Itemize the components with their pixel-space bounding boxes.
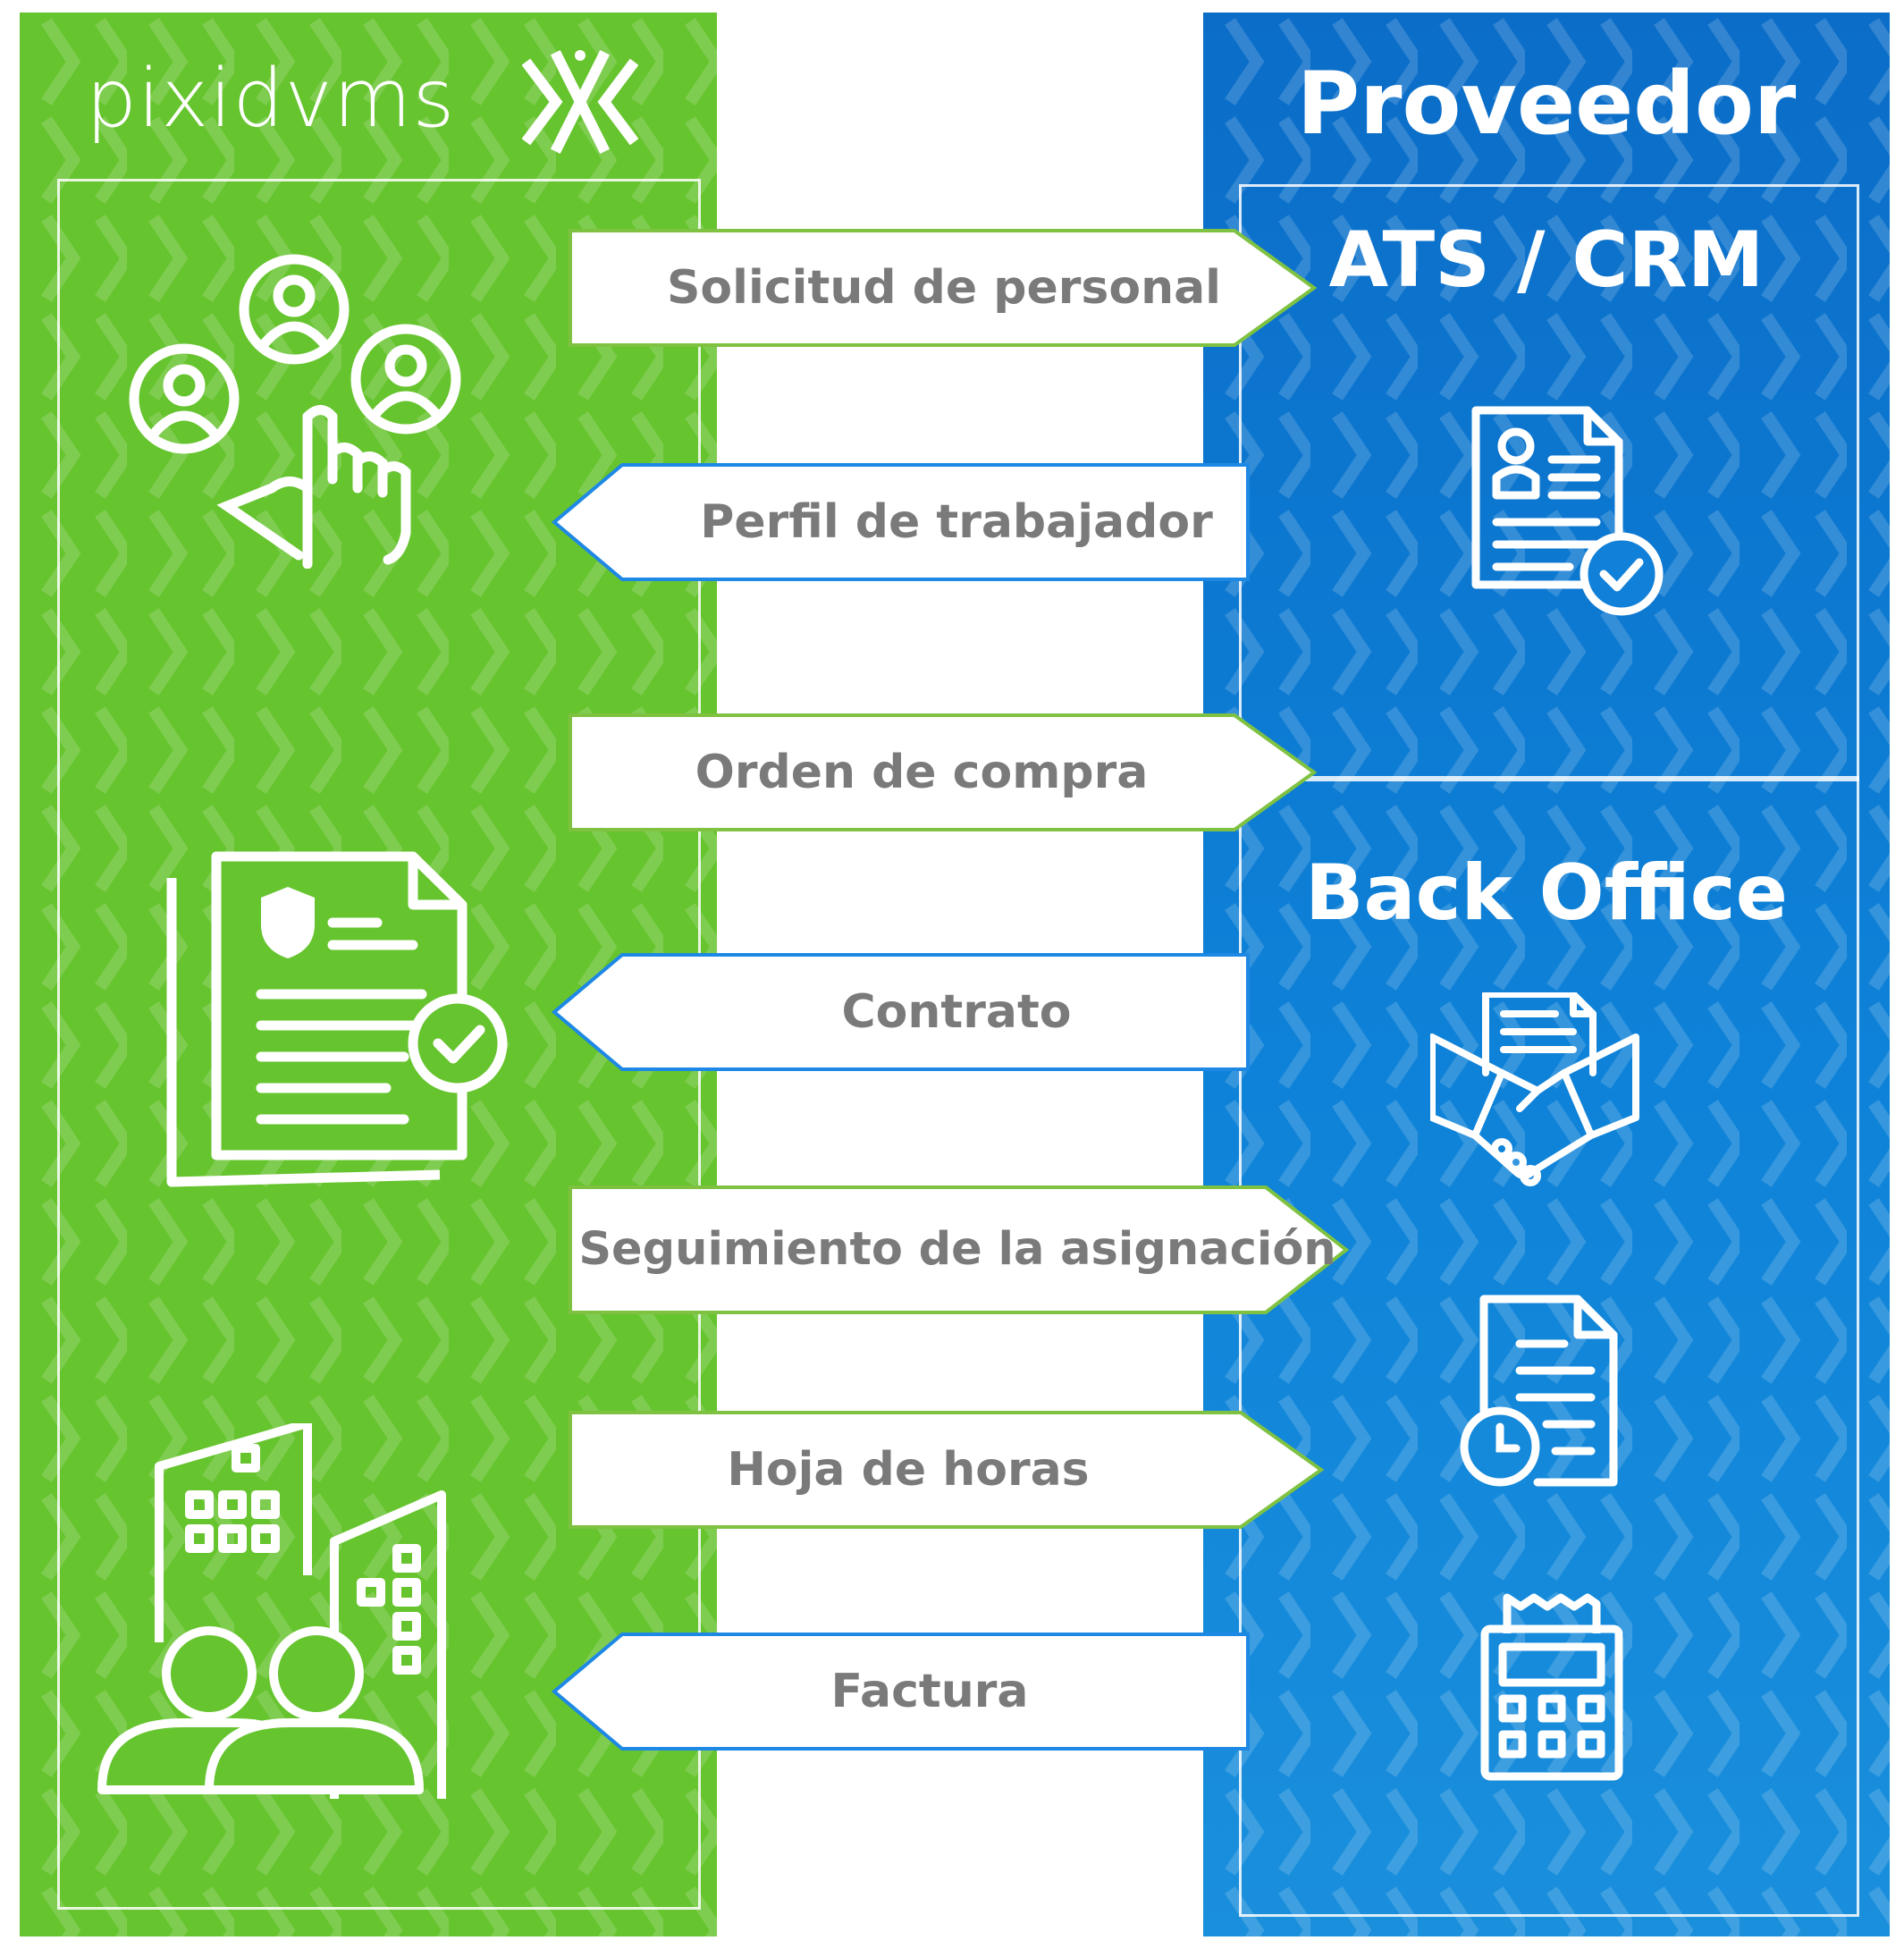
company-buildings-people-icon bbox=[97, 1423, 446, 1799]
flow-label: Perfil de trabajador bbox=[700, 495, 1213, 549]
flow-arrow-right bbox=[569, 1411, 1325, 1529]
flow-arrow-right bbox=[569, 713, 1318, 831]
flow-arrow-left bbox=[551, 463, 1250, 581]
provider-title: Proveedor bbox=[1296, 54, 1797, 154]
ats-crm-title: ATS / CRM bbox=[1328, 215, 1765, 305]
chevron-pattern bbox=[1203, 13, 1890, 1936]
back-office-title: Back Office bbox=[1304, 848, 1789, 938]
invoice-calculator-icon bbox=[1480, 1593, 1623, 1781]
contract-document-icon bbox=[166, 851, 508, 1187]
people-selection-icon bbox=[129, 254, 461, 569]
timesheet-document-icon bbox=[1460, 1295, 1618, 1487]
resume-check-icon bbox=[1471, 406, 1664, 616]
flow-arrow-right bbox=[569, 229, 1318, 347]
flow-arrow-right bbox=[569, 1185, 1350, 1314]
handshake-agreement-icon bbox=[1430, 992, 1639, 1186]
flow-label: Contrato bbox=[841, 985, 1072, 1039]
back-office-frame bbox=[1239, 776, 1859, 1917]
provider-panel: Proveedor ATS / CRM Back Office bbox=[1203, 13, 1890, 1936]
flow-label: Solicitud de personal bbox=[666, 261, 1221, 315]
flow-label: Seguimiento de la asignación bbox=[578, 1223, 1336, 1276]
flow-label: Hoja de horas bbox=[727, 1443, 1090, 1497]
flow-arrow-left bbox=[551, 953, 1250, 1071]
flow-arrow-left bbox=[551, 1633, 1250, 1751]
logo-wordmark: pixidvms bbox=[86, 52, 456, 146]
flow-label: Factura bbox=[830, 1665, 1029, 1718]
flow-label: Orden de compra bbox=[695, 746, 1149, 799]
pixid-x-mark-icon bbox=[522, 49, 638, 155]
